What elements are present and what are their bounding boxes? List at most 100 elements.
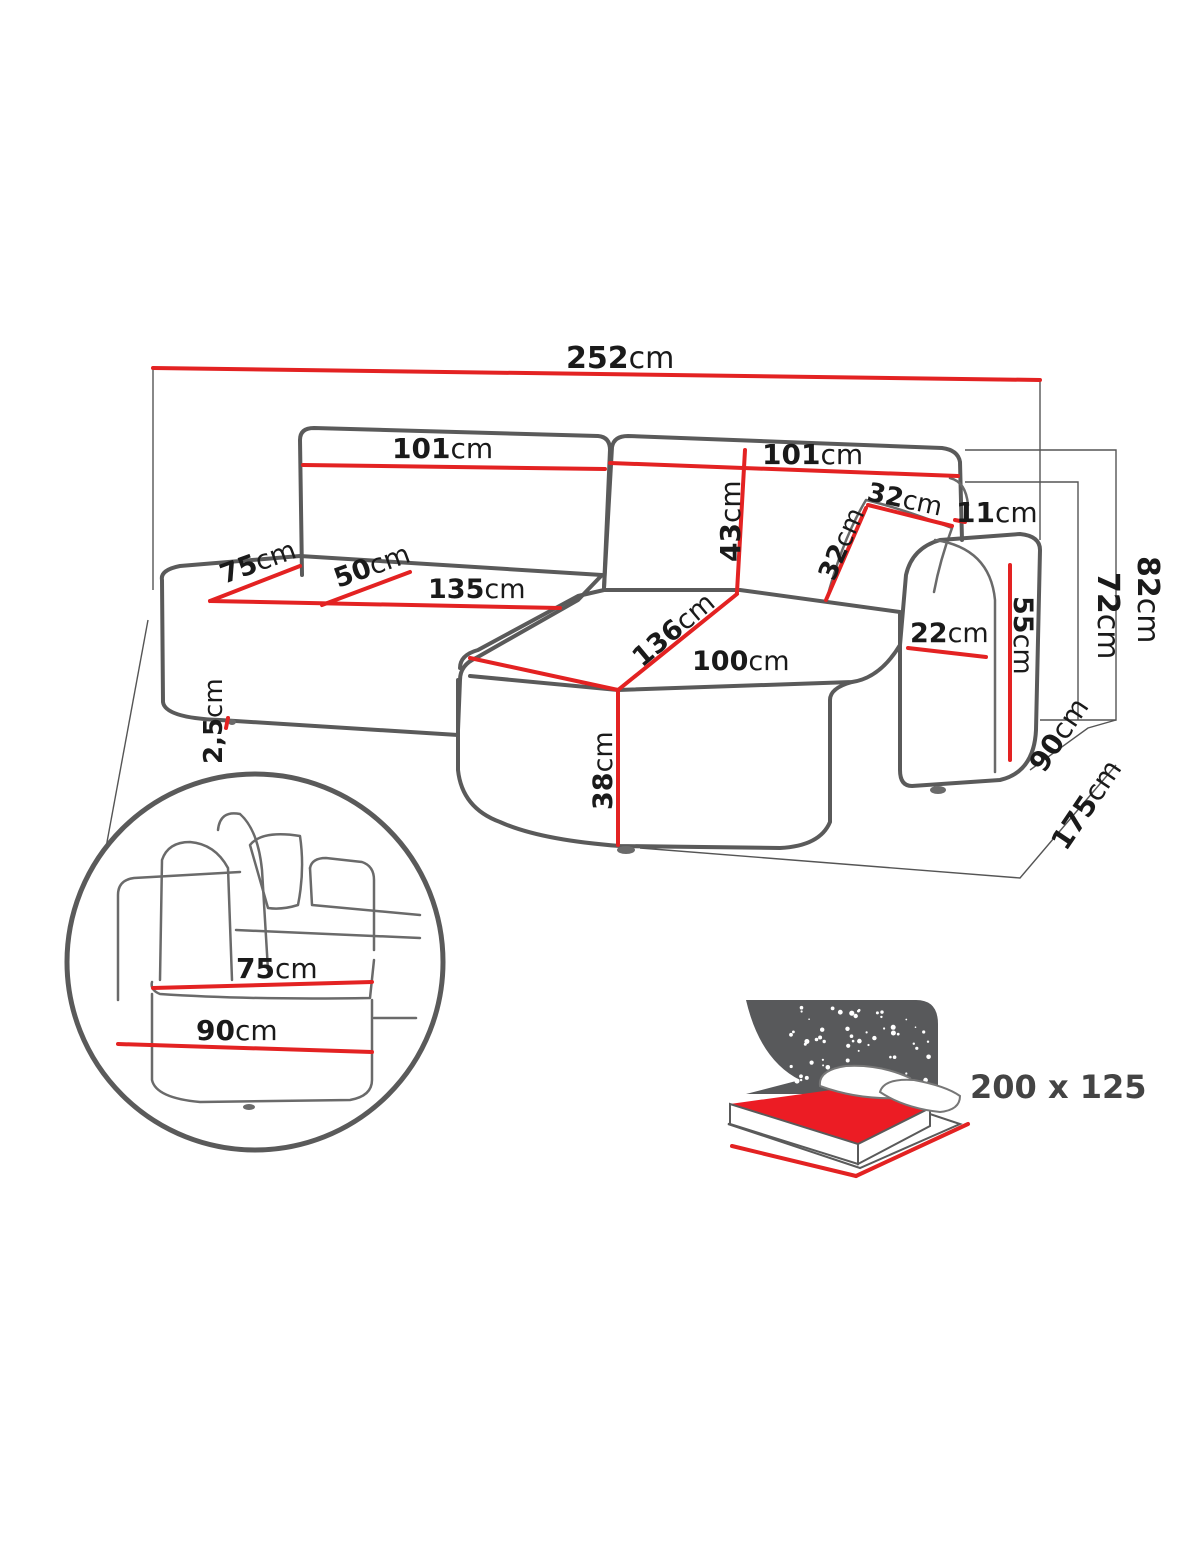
bed-icon (727, 1000, 970, 1178)
chaise-top (458, 588, 902, 692)
detail-view (64, 771, 446, 1153)
label-armrest-height: 55cm (1007, 596, 1038, 675)
star (922, 1030, 926, 1034)
star (926, 1054, 931, 1060)
star (880, 1010, 884, 1014)
dim-line-seat-mid (320, 570, 412, 607)
dim-line-pillow-width (866, 503, 954, 528)
bed-mattress-right (857, 1106, 931, 1166)
sofa-outline (159, 426, 1042, 854)
bed-arrow-width (854, 1122, 970, 1178)
star (857, 1038, 862, 1044)
dim-line-detail-seat-depth (151, 980, 374, 990)
label-backrest-height: 43cm (714, 480, 747, 562)
dimension-lines (116, 366, 1042, 1054)
guide-lines (99, 368, 1117, 881)
star (926, 1040, 930, 1043)
star (822, 1039, 826, 1044)
dim-line-seat-width (208, 599, 562, 610)
star (825, 1065, 831, 1070)
star (865, 1031, 868, 1034)
dim-line-armrest-top (953, 518, 967, 524)
dim-line-pillow-height (824, 506, 868, 602)
star (889, 1055, 892, 1059)
star (820, 1027, 825, 1032)
star (808, 1018, 810, 1020)
dim-line-leg-height (224, 716, 230, 730)
star (875, 1011, 879, 1015)
star (799, 1005, 804, 1010)
label-back-height: 72cm (1090, 572, 1125, 659)
label-pillow-height: 32cm (813, 503, 871, 584)
star (915, 1046, 919, 1050)
armrest-inner-edge (933, 538, 997, 774)
star (799, 1078, 803, 1082)
star (872, 1035, 877, 1041)
star (849, 1010, 855, 1016)
dim-line-back-left (301, 463, 607, 471)
pillow-tip (948, 476, 970, 507)
star (890, 1030, 896, 1036)
label-chaise-width: 100cm (692, 646, 790, 677)
star (818, 1035, 823, 1040)
star (800, 1010, 803, 1013)
star (789, 1032, 793, 1037)
star (896, 1032, 900, 1036)
dim-line-armrest-width (906, 646, 988, 659)
label-armrest-width: 22cm (910, 618, 989, 649)
star (803, 1042, 807, 1046)
dim-line-chaise-length (616, 592, 739, 692)
star (853, 1013, 858, 1019)
star (905, 1018, 908, 1021)
back-cushion-left (298, 426, 612, 590)
star (821, 1058, 825, 1061)
moon-crescent (746, 1000, 800, 1094)
detail-leg (243, 1104, 255, 1110)
label-armrest-top: 11cm (956, 496, 1038, 529)
leg-right (930, 786, 946, 794)
dim-line-back-right (608, 461, 960, 478)
star (830, 1006, 835, 1011)
armrest (898, 532, 1042, 788)
bed-arrow-length (730, 1144, 858, 1178)
star (857, 1009, 860, 1013)
star (846, 1043, 851, 1048)
label-depth: 90cm (1022, 692, 1095, 778)
label-seat-width: 135cm (428, 574, 526, 605)
guide-back-height (965, 481, 1079, 720)
star (883, 1027, 886, 1030)
back-cushion-right (602, 434, 964, 590)
star (857, 1049, 860, 1052)
label-detail-depth: 90cm (196, 1014, 278, 1047)
dim-line-backrest-height (735, 448, 747, 594)
label-back-cushion-right: 101cm (762, 438, 863, 471)
leg-left (228, 719, 236, 725)
star (789, 1064, 793, 1069)
guide-depth (1029, 719, 1117, 771)
leg-front (617, 846, 635, 854)
label-total-width: 252cm (566, 341, 674, 376)
label-chaise-depth: 175cm (1044, 754, 1128, 856)
label-total-height: 82cm (1130, 556, 1165, 643)
star (814, 1037, 819, 1042)
guide-chaise-depth (639, 764, 1117, 879)
star (880, 1015, 883, 1019)
star (849, 1034, 854, 1038)
guide-detail-connector (99, 619, 149, 881)
star (890, 1024, 896, 1030)
label-bed-size: 200 x 125 (970, 1068, 1147, 1106)
star (892, 1055, 897, 1059)
star (804, 1075, 809, 1080)
star (845, 1026, 850, 1032)
label-detail-seat-depth: 75cm (236, 952, 318, 985)
dim-line-detail-depth (116, 1042, 374, 1054)
chaise-body (456, 678, 854, 850)
star (822, 1064, 825, 1067)
sofa-base-left (159, 554, 604, 737)
bed-mattress-top (730, 1086, 930, 1144)
detail-sofa-outline (116, 812, 422, 1104)
label-leg-height: 2,5cm (199, 678, 229, 764)
star (845, 1058, 850, 1063)
